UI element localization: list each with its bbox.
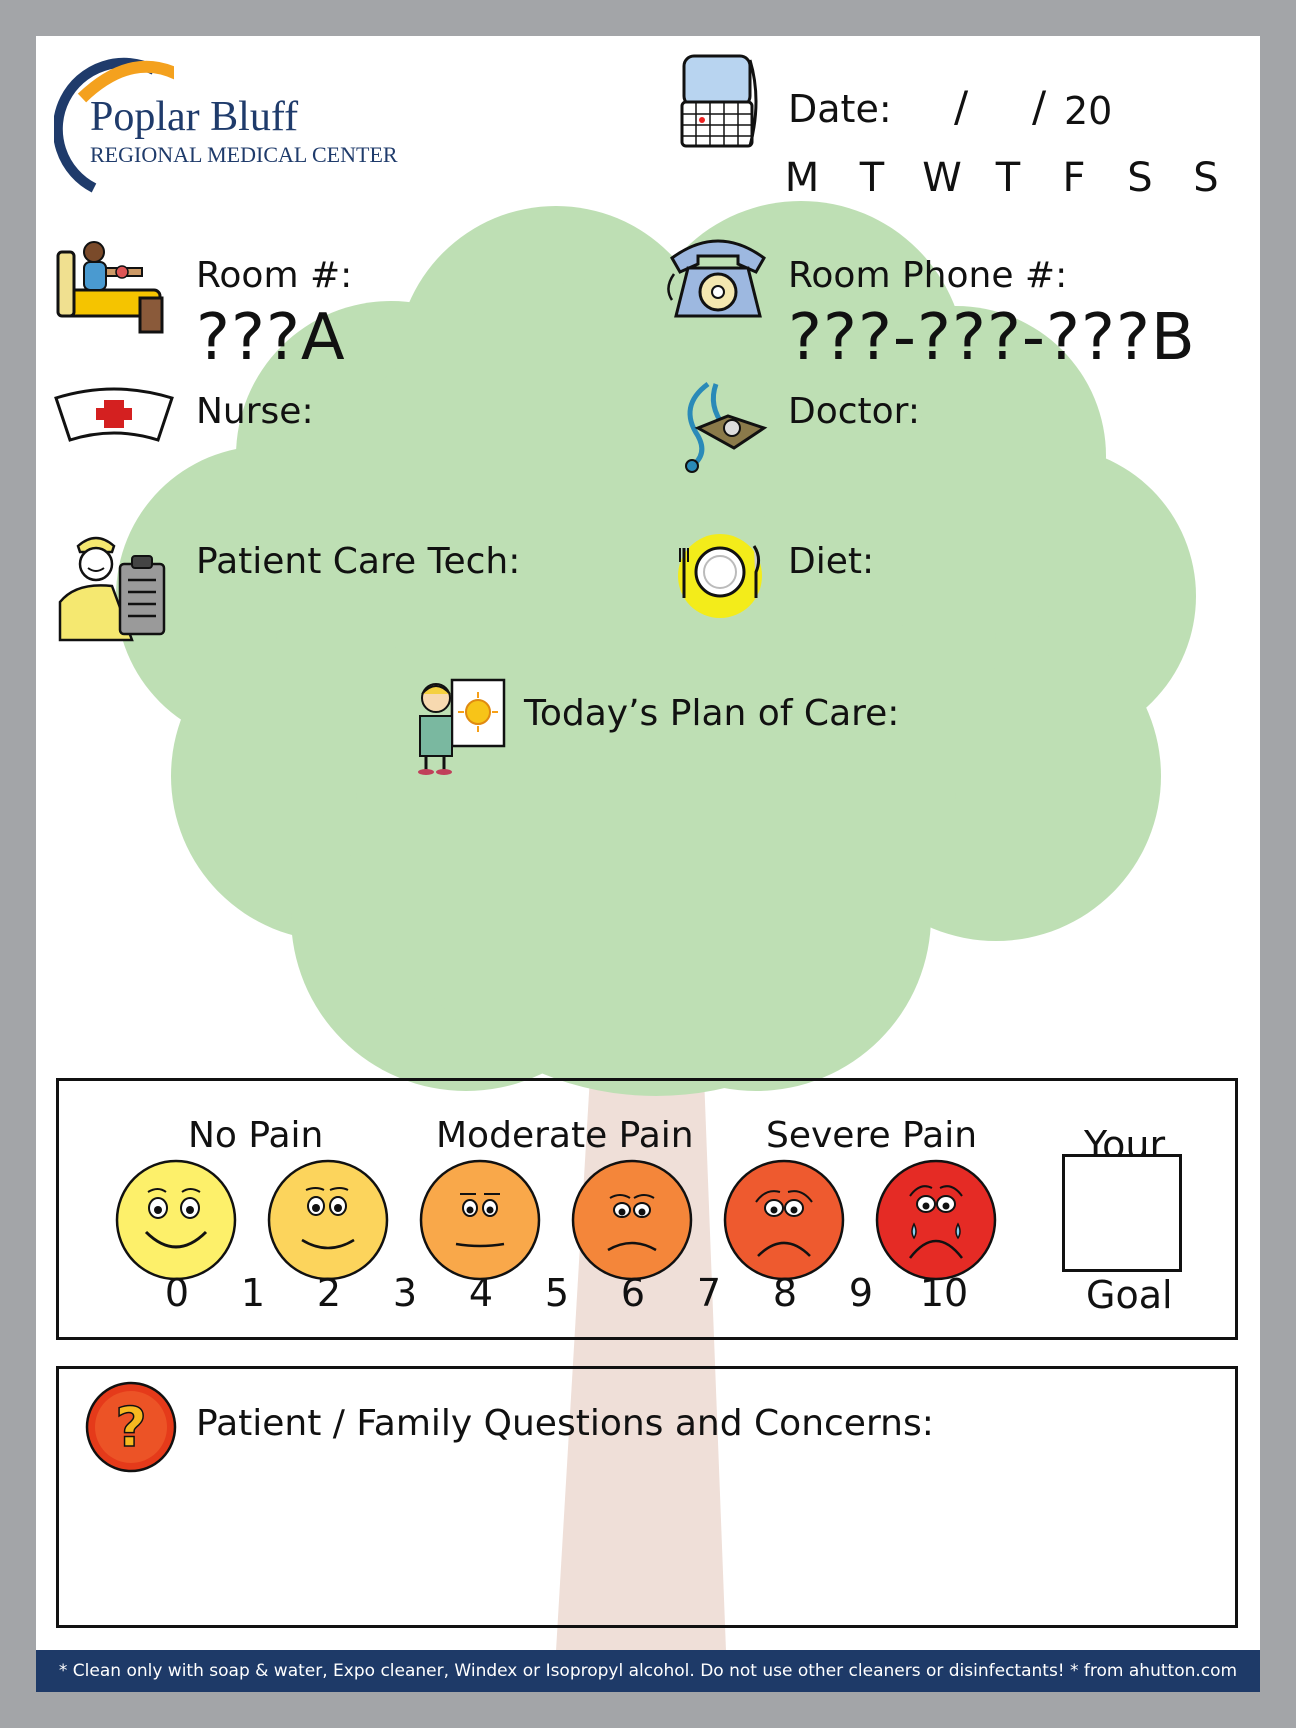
day-friday: F xyxy=(1062,155,1086,201)
pain-number-7: 7 xyxy=(696,1271,722,1315)
patient-care-tech-icon xyxy=(58,536,166,642)
room-label: Room #: xyxy=(196,255,353,296)
logo-swoosh-icon xyxy=(54,57,174,193)
footer-text: * Clean only with soap & water, Expo cle… xyxy=(58,1661,1238,1681)
day-tuesday: T xyxy=(859,155,885,201)
footer-bar: * Clean only with soap & water, Expo cle… xyxy=(36,1650,1260,1692)
room-phone-label: Room Phone #: xyxy=(788,255,1068,296)
pain-scale-panel xyxy=(56,1078,1238,1340)
tree-foliage xyxy=(116,201,1196,1096)
diet-label: Diet: xyxy=(788,541,875,582)
room-value: ???A xyxy=(196,301,346,375)
pain-number-5: 5 xyxy=(544,1271,570,1315)
severe-pain-label: Severe Pain xyxy=(766,1115,978,1156)
hospital-bed-icon xyxy=(56,241,164,334)
moderate-pain-label: Moderate Pain xyxy=(436,1115,694,1156)
pain-number-3: 3 xyxy=(392,1271,418,1315)
questions-label: Patient / Family Questions and Concerns: xyxy=(196,1403,934,1444)
date-slash-2: / xyxy=(1032,82,1047,131)
day-wednesday: W xyxy=(922,155,962,201)
room-phone-value: ???-???-???B xyxy=(788,301,1196,375)
pain-number-0: 0 xyxy=(164,1271,190,1315)
plan-of-care-label: Today’s Plan of Care: xyxy=(524,693,900,734)
doctor-label: Doctor: xyxy=(788,391,920,432)
pain-number-8: 8 xyxy=(772,1271,798,1315)
plate-icon xyxy=(678,534,762,618)
telephone-icon xyxy=(667,239,766,318)
day-sunday: S xyxy=(1193,155,1219,201)
nurse-label: Nurse: xyxy=(196,391,314,432)
day-thursday: T xyxy=(995,155,1021,201)
plan-of-care-icon xyxy=(418,678,506,775)
pain-number-4: 4 xyxy=(468,1271,494,1315)
pain-number-1: 1 xyxy=(240,1271,266,1315)
date-label: Date: xyxy=(788,87,892,131)
nurse-cap-icon xyxy=(54,387,174,442)
day-saturday: S xyxy=(1127,155,1153,201)
patient-care-tech-label: Patient Care Tech: xyxy=(196,541,521,582)
goal-label-bottom: Goal xyxy=(1086,1273,1173,1317)
pain-number-9: 9 xyxy=(848,1271,874,1315)
pain-face-4-icon xyxy=(419,1159,541,1281)
pain-face-0-icon xyxy=(115,1159,237,1281)
date-year: 20 xyxy=(1064,89,1113,133)
calendar-icon xyxy=(680,54,758,148)
pain-face-10-icon xyxy=(875,1159,997,1281)
goal-input-box[interactable] xyxy=(1062,1154,1182,1272)
stethoscope-icon xyxy=(685,381,768,473)
pain-number-2: 2 xyxy=(316,1271,342,1315)
date-slash-1: / xyxy=(954,82,969,131)
logo-line1: Poplar Bluff xyxy=(90,94,299,140)
question-mark-icon: ? xyxy=(85,1381,177,1473)
logo-line2: Regional Medical Center xyxy=(90,142,398,167)
pain-number-10: 10 xyxy=(919,1271,969,1315)
whiteboard: Poplar Bluff Regional Medical Center Dat… xyxy=(36,36,1260,1692)
pain-face-2-icon xyxy=(267,1159,389,1281)
tree-background xyxy=(116,201,1196,1651)
pain-face-6-icon xyxy=(571,1159,693,1281)
no-pain-label: No Pain xyxy=(188,1115,324,1156)
questions-panel[interactable] xyxy=(56,1366,1238,1628)
svg-text:?: ? xyxy=(115,1396,146,1459)
day-monday: M xyxy=(784,155,820,201)
pain-number-6: 6 xyxy=(620,1271,646,1315)
pain-face-8-icon xyxy=(723,1159,845,1281)
